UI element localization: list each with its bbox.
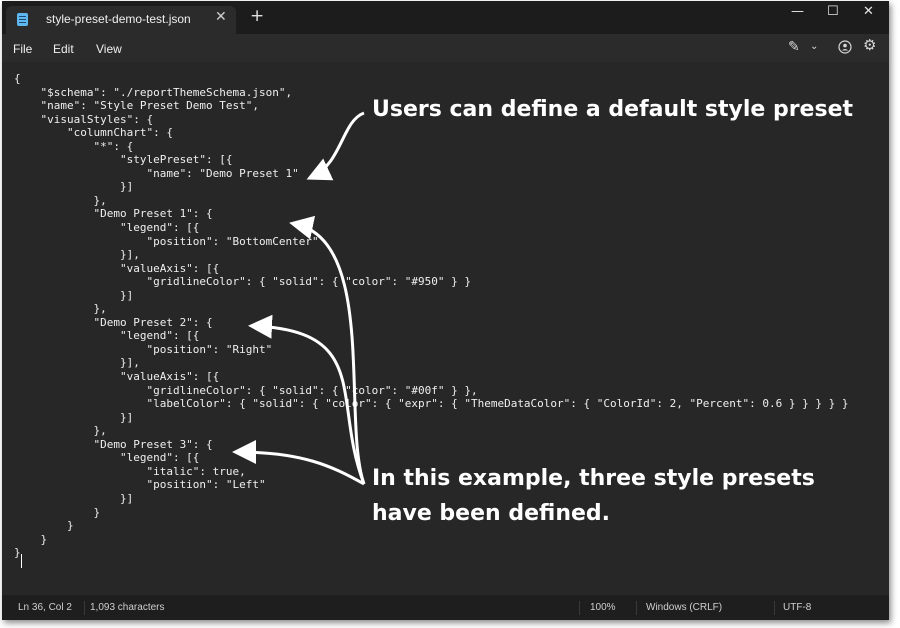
menu-bar: File Edit View ✎ ⌄ ⚙ (2, 34, 889, 62)
arrow-to-preset-2 (248, 314, 366, 485)
chevron-down-icon[interactable]: ⌄ (810, 41, 819, 52)
close-window-button[interactable]: ✕ (863, 4, 874, 19)
status-divider (636, 601, 637, 615)
annotation-arrows (232, 111, 366, 486)
status-divider (84, 601, 85, 615)
menu-edit[interactable]: Edit (53, 42, 74, 56)
maximize-button[interactable]: ☐ (827, 4, 839, 19)
file-tab[interactable]: style-preset-demo-test.json ✕ (6, 6, 236, 34)
character-count: 1,093 characters (90, 602, 165, 613)
menu-file[interactable]: File (13, 42, 33, 56)
menu-view[interactable]: View (96, 42, 122, 56)
callout-three-presets-line2: have been defined. (372, 501, 611, 526)
arrow-to-default-preset (306, 111, 365, 181)
line-ending[interactable]: Windows (CRLF) (646, 602, 723, 613)
arrow-to-preset-3 (232, 440, 365, 486)
callout-three-presets-line1: In this example, three style presets (372, 466, 815, 491)
text-editor[interactable]: { "$schema": "./reportThemeSchema.json",… (2, 62, 889, 595)
arrow-to-preset-1 (289, 215, 366, 485)
minimize-button[interactable]: — (791, 4, 804, 19)
status-bar: Ln 36, Col 2 1,093 characters 100% Windo… (2, 595, 889, 620)
account-icon[interactable] (838, 39, 852, 58)
notepad-icon (17, 13, 28, 26)
text-caret (21, 554, 22, 568)
tab-close-button[interactable]: ✕ (215, 9, 227, 25)
title-bar: style-preset-demo-test.json ✕ + — ☐ ✕ (2, 1, 889, 34)
tab-title: style-preset-demo-test.json (46, 12, 191, 26)
settings-icon[interactable]: ⚙ (863, 36, 877, 54)
encoding[interactable]: UTF-8 (783, 602, 812, 613)
cursor-position: Ln 36, Col 2 (18, 602, 72, 613)
status-divider (579, 601, 580, 615)
copilot-pen-icon[interactable]: ✎ (788, 39, 800, 55)
status-divider (774, 601, 775, 615)
editor-content[interactable]: { "$schema": "./reportThemeSchema.json",… (14, 72, 849, 560)
zoom-level[interactable]: 100% (590, 602, 616, 613)
new-tab-button[interactable]: + (250, 6, 265, 26)
callout-default-preset: Users can define a default style preset (372, 97, 854, 122)
notepad-window: style-preset-demo-test.json ✕ + — ☐ ✕ Fi… (2, 1, 889, 620)
